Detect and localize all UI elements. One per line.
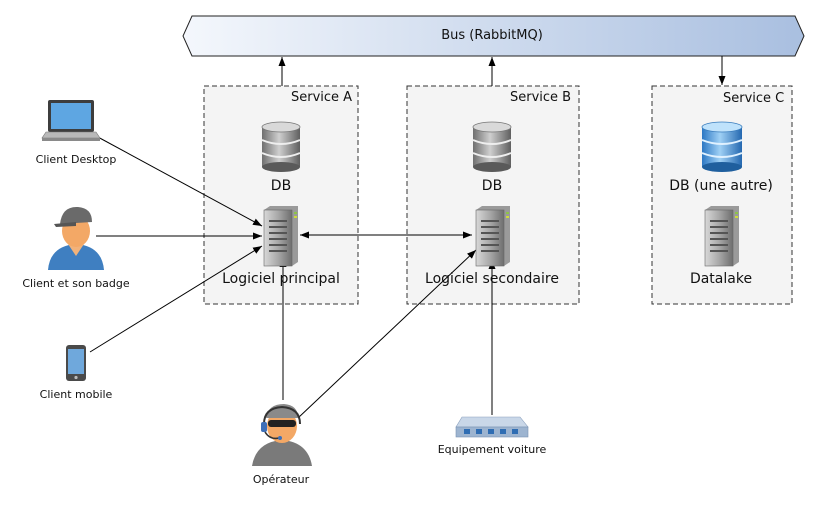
mobile-phone-icon [66, 345, 86, 381]
arrow-mobile-to-principal [89, 245, 263, 353]
network-switch-icon [455, 416, 529, 438]
service-c-db-label: DB (une autre) [669, 178, 773, 194]
service-c-server-label: Datalake [689, 271, 753, 287]
db-icon-service-b [472, 121, 512, 172]
service-a-title: Service A [291, 90, 353, 105]
operator-icon [252, 404, 312, 466]
service-b-title: Service B [510, 90, 572, 105]
client-badge-label: Client et son badge [22, 277, 130, 290]
equipment-label: Equipement voiture [437, 443, 547, 456]
service-b-server-label: Logiciel secondaire [425, 271, 559, 287]
server-icon-datalake [704, 206, 739, 267]
service-c-title: Service C [723, 91, 785, 106]
bus-label: Bus (RabbitMQ) [441, 28, 543, 43]
db-icon-service-a [261, 121, 301, 172]
bus-shape [182, 15, 805, 57]
arrow-desktop-to-principal [95, 135, 263, 227]
laptop-icon [41, 100, 101, 141]
client-desktop-label: Client Desktop [35, 153, 117, 166]
db-icon-service-c [701, 121, 743, 172]
server-icon-principal [263, 206, 298, 267]
service-a-db-label: DB [270, 178, 292, 194]
client-mobile-label: Client mobile [39, 388, 113, 401]
client-badge-icon [48, 206, 104, 270]
operator-label: Opérateur [252, 473, 310, 486]
server-icon-secondaire [475, 206, 510, 267]
arrow-operator-to-secondaire [297, 249, 477, 419]
service-a-server-label: Logiciel principal [222, 271, 340, 287]
service-b-db-label: DB [481, 178, 503, 194]
